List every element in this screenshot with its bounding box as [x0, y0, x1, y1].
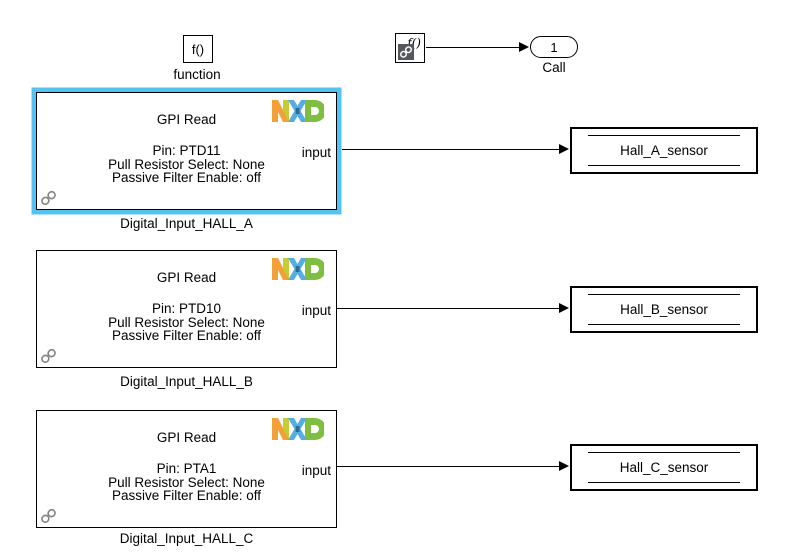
gpi-block-title: GPI Read: [156, 430, 217, 445]
library-link-icon: [41, 508, 56, 524]
hall-c-sensor-block[interactable]: Hall_C_sensor: [570, 444, 758, 491]
gpi-param-filter: Passive Filter Enable: off: [111, 328, 262, 343]
input-port-label: input: [301, 463, 331, 478]
hall-b-sensor-block[interactable]: Hall_B_sensor: [570, 286, 758, 333]
gpi-param-pin: Pin: PTA1: [156, 461, 217, 476]
library-link-badge: [398, 44, 414, 60]
gpi-param-pin: Pin: PTD11: [152, 143, 221, 158]
sensor-label: Hall_C_sensor: [619, 460, 709, 475]
library-link-icon: [41, 348, 56, 364]
signal-wire-hall-b[interactable]: [337, 308, 560, 309]
function-block-label: f(): [191, 41, 205, 57]
gpi-param-pin: Pin: PTD10: [151, 301, 222, 316]
gpi-param-filter: Passive Filter Enable: off: [111, 170, 262, 185]
gpi-param-pull: Pull Resistor Select: None: [108, 474, 265, 490]
gpi-read-block-hall-a[interactable]: GPI Read Pin: PTD11 Pull Resistor Select…: [36, 92, 337, 210]
function-caller-block[interactable]: f(): [395, 33, 425, 63]
gpi-param-filter: Passive Filter Enable: off: [111, 488, 262, 503]
top-rule: [588, 294, 740, 295]
arrowhead-icon: [559, 144, 569, 154]
input-port-label: input: [301, 145, 331, 160]
gpi-block-caption-hall-c[interactable]: Digital_Input_HALL_C: [119, 531, 254, 546]
arrowhead-icon: [559, 303, 569, 313]
gpi-param-pull: Pull Resistor Select: None: [108, 314, 265, 330]
signal-wire-hall-c[interactable]: [337, 466, 560, 467]
gpi-block-params: Pin: PTD10 Pull Resistor Select: None Pa…: [37, 302, 336, 343]
gpi-read-block-hall-b[interactable]: GPI Read Pin: PTD10 Pull Resistor Select…: [36, 250, 337, 368]
bottom-rule: [588, 324, 740, 325]
call-port[interactable]: 1: [530, 36, 578, 58]
gpi-read-block-hall-c[interactable]: GPI Read Pin: PTA1 Pull Resistor Select:…: [36, 410, 337, 528]
arrowhead-icon: [559, 461, 569, 471]
bottom-rule: [588, 165, 740, 166]
function-block-caption[interactable]: function: [173, 67, 221, 82]
arrowhead-icon: [519, 42, 529, 52]
hall-a-sensor-block[interactable]: Hall_A_sensor: [570, 127, 758, 174]
top-rule: [588, 452, 740, 453]
call-port-caption[interactable]: Call: [542, 60, 566, 75]
gpi-param-pull: Pull Resistor Select: None: [108, 156, 265, 172]
nxp-logo-icon: [272, 100, 324, 122]
library-link-icon: [41, 190, 56, 206]
gpi-block-caption-hall-a[interactable]: Digital_Input_HALL_A: [120, 216, 253, 231]
nxp-logo-icon: [272, 258, 324, 280]
sensor-label: Hall_A_sensor: [620, 143, 708, 158]
gpi-block-title: GPI Read: [156, 270, 217, 285]
bottom-rule: [588, 482, 740, 483]
top-rule: [588, 135, 740, 136]
signal-wire-hall-a[interactable]: [342, 149, 560, 150]
sensor-label: Hall_B_sensor: [620, 302, 708, 317]
gpi-block-caption-hall-b[interactable]: Digital_Input_HALL_B: [120, 374, 253, 389]
gpi-block-params: Pin: PTA1 Pull Resistor Select: None Pas…: [37, 462, 336, 503]
function-block[interactable]: f(): [183, 35, 213, 63]
call-port-number: 1: [550, 39, 558, 55]
input-port-label: input: [301, 303, 331, 318]
nxp-logo-icon: [272, 418, 324, 440]
chain-link-icon: [400, 46, 412, 58]
gpi-block-params: Pin: PTD11 Pull Resistor Select: None Pa…: [37, 144, 336, 185]
signal-wire-call[interactable]: [426, 47, 520, 48]
gpi-block-title: GPI Read: [156, 112, 217, 127]
